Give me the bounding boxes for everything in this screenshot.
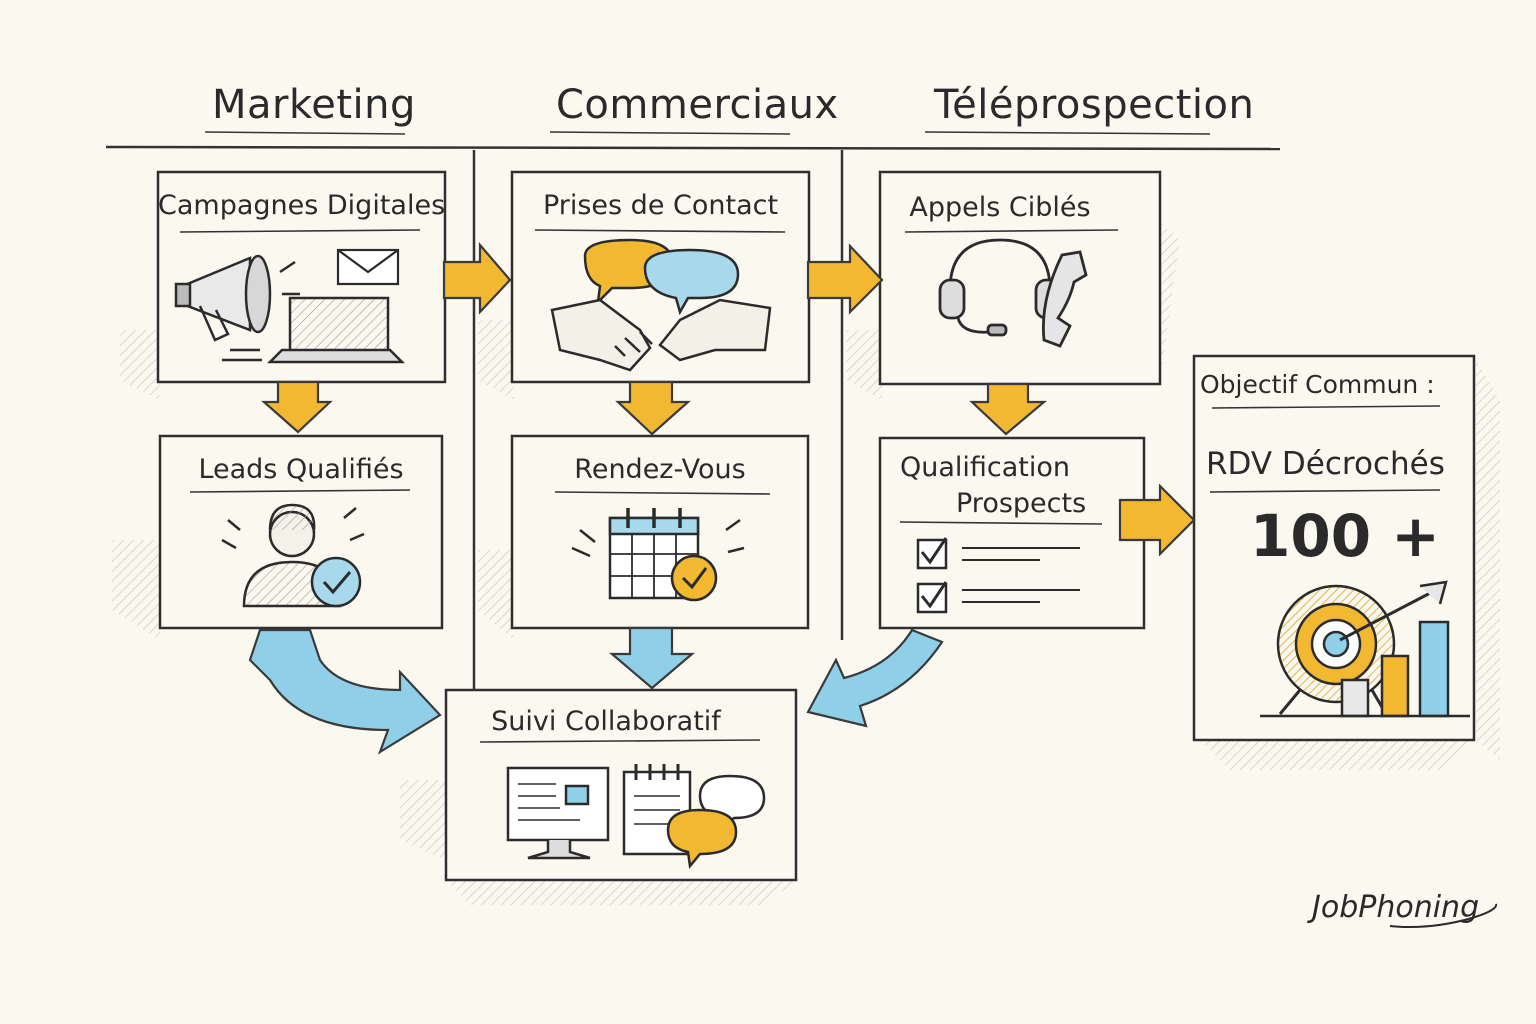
box-leads-title: Leads Qualifiés: [198, 454, 404, 485]
arrow-blue-left: [248, 628, 442, 755]
arrows-blue: [248, 626, 944, 755]
header-commerciaux: Commerciaux: [556, 82, 839, 128]
checklist-icon: [916, 537, 1080, 614]
box-rdv-title: Rendez-Vous: [574, 454, 746, 485]
box-qualif-title-1: Qualification: [900, 452, 1071, 483]
arrow-right-2: [806, 243, 884, 315]
objective-value: 100 +: [1250, 502, 1440, 570]
laptop-icon: [222, 296, 406, 364]
box-appels-title: Appels Ciblés: [909, 192, 1091, 223]
handshake-icon: [550, 298, 772, 372]
arrow-blue-center: [609, 626, 695, 690]
title-underlines: [179, 229, 1441, 743]
box-appels-frame: [878, 170, 1162, 386]
jobphoning-logo: JobPhoning: [1312, 890, 1480, 925]
monitor-icon: [506, 766, 610, 860]
objective-heading: Objectif Commun :: [1200, 370, 1435, 399]
phone-icon: [1042, 250, 1088, 348]
calendar-check-icon: [571, 508, 745, 602]
megaphone-icon: [174, 254, 300, 342]
swimlane-lines: [105, 131, 1281, 690]
box-prises-title: Prises de Contact: [542, 190, 779, 221]
box-suivi-title: Suivi Collaboratif: [491, 706, 721, 737]
bar-chart-icon: [1260, 620, 1470, 718]
box-shadows: [112, 210, 1500, 905]
logo-underline: [1389, 903, 1498, 928]
arrows-yellow: [261, 242, 1196, 557]
arrow-right-1: [442, 242, 512, 315]
objective-label: RDV Décrochés: [1206, 446, 1445, 482]
arrow-right-3: [1118, 483, 1196, 557]
arrow-down-2: [615, 380, 691, 436]
arrow-down-1: [261, 380, 333, 434]
target-icon: [1276, 580, 1448, 715]
speech-bubbles-icon: [583, 238, 740, 316]
header-teleprospection: Téléprospection: [934, 82, 1255, 128]
chat-icon: [666, 774, 766, 869]
person-check-icon: [221, 503, 365, 608]
envelope-icon: [336, 248, 400, 286]
box-qualif-title-2: Prospects: [956, 488, 1087, 519]
arrow-down-3: [969, 382, 1048, 436]
header-marketing: Marketing: [212, 82, 416, 128]
box-campagnes-title: Campagnes Digitales: [158, 190, 446, 221]
arrow-blue-right: [806, 628, 944, 728]
